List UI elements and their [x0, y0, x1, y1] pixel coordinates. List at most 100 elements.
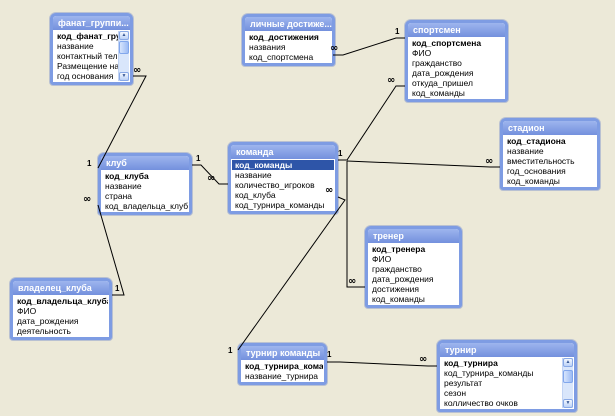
field-row[interactable]: название [507, 146, 544, 156]
field-row[interactable]: название [235, 170, 272, 180]
table-body: код_турнира_команд название_турнира [241, 360, 324, 382]
table-turnir: турнир код_турнира код_турнира_команды р… [437, 340, 577, 412]
field-row[interactable]: код_владельца_клуба [17, 296, 108, 306]
field-row[interactable]: деятельность [17, 326, 71, 336]
table-title: фанат_группи... [58, 18, 129, 28]
table-header[interactable]: турнир [440, 343, 574, 357]
cardinality-many-label: ∞ [325, 185, 333, 196]
scroll-up-icon[interactable]: ▲ [563, 358, 573, 367]
table-header[interactable]: личные достиже... [245, 17, 332, 31]
cardinality-many-label: ∞ [83, 194, 91, 205]
field-row[interactable]: код_команды [412, 88, 465, 98]
cardinality-one-label: 1 [115, 284, 120, 293]
field-row[interactable]: Размещение на ст [57, 61, 129, 71]
field-row[interactable]: код_фанат_групп [57, 31, 129, 41]
field-row[interactable]: название [105, 181, 142, 191]
field-row[interactable]: ФИО [17, 306, 37, 316]
table-komanda: команда код_команды название количество_… [228, 142, 338, 214]
relationship-line[interactable] [237, 196, 346, 351]
relationship-line[interactable] [346, 161, 365, 288]
field-row[interactable]: код_турнира_команды [444, 368, 534, 378]
cardinality-many-label: ∞ [348, 276, 356, 287]
table-body: код_турнира код_турнира_команды результа… [440, 357, 574, 409]
scroll-down-icon[interactable]: ▼ [119, 72, 129, 81]
field-row[interactable]: код_спортсмена [249, 52, 314, 62]
relationship-line[interactable] [338, 85, 405, 161]
table-title: стадион [508, 123, 545, 133]
field-row[interactable]: код_клуба [105, 171, 149, 181]
table-body: код_спортсмена ФИО гражданство дата_рожд… [408, 37, 505, 99]
table-title: личные достиже... [250, 19, 332, 29]
relationship-line[interactable] [346, 160, 500, 168]
relationship-line[interactable] [192, 164, 228, 185]
field-row[interactable]: название_турнира [245, 371, 319, 381]
relationship-line[interactable] [333, 37, 405, 56]
table-header[interactable]: команда [231, 145, 335, 159]
cardinality-many-label: ∞ [133, 65, 141, 76]
table-vladelec-kluba: владелец_клуба код_владельца_клуба ФИО д… [10, 278, 112, 340]
field-row[interactable]: код_тренера [372, 244, 426, 254]
scroll-up-icon[interactable]: ▲ [119, 31, 129, 40]
table-header[interactable]: клуб [101, 156, 189, 170]
table-header[interactable]: спортсмен [408, 23, 505, 37]
field-row[interactable]: гражданство [412, 58, 462, 68]
table-header[interactable]: тренер [368, 229, 459, 243]
table-body: код_владельца_клуба ФИО дата_рождения де… [13, 295, 109, 337]
field-row[interactable]: год_основания [507, 166, 566, 176]
table-header[interactable]: турнир команды [241, 346, 324, 360]
table-title: спортсмен [413, 25, 461, 35]
field-row[interactable]: дата_рождения [412, 68, 474, 78]
relationship-line[interactable] [97, 75, 147, 169]
field-row[interactable]: код_команды [507, 176, 560, 186]
field-row[interactable]: год основания [57, 71, 114, 81]
relationship-line[interactable] [97, 204, 125, 296]
field-row[interactable]: результат [444, 378, 483, 388]
scrollbar[interactable]: ▲ ▼ [118, 31, 129, 81]
scrollbar[interactable]: ▲ ▼ [562, 358, 573, 408]
field-row[interactable]: достижения [372, 284, 420, 294]
cardinality-one-label: 1 [196, 154, 201, 163]
table-header[interactable]: фанат_группи... [53, 16, 130, 30]
field-row[interactable]: код_турнира_команд [245, 361, 323, 371]
field-row[interactable]: откуда_пришел [412, 78, 473, 88]
table-header[interactable]: владелец_клуба [13, 281, 109, 295]
field-row[interactable]: код_стадиона [507, 136, 566, 146]
field-row[interactable]: количество_игроков [235, 180, 315, 190]
field-row[interactable]: ФИО [412, 48, 432, 58]
table-body: код_достижения названия код_спортсмена [245, 31, 332, 63]
field-row[interactable]: сезон [444, 388, 467, 398]
field-row[interactable]: гражданство [372, 264, 422, 274]
table-header[interactable]: стадион [503, 121, 597, 135]
field-row[interactable]: код_владельца_клуба [105, 201, 188, 211]
field-row[interactable]: код_команды [232, 160, 334, 170]
field-row[interactable]: дата_рождения [372, 274, 434, 284]
cardinality-one-label: 1 [228, 346, 233, 355]
table-body: код_клуба название страна код_владельца_… [101, 170, 189, 212]
field-row[interactable]: дата_рождения [17, 316, 79, 326]
field-row[interactable]: код_команды [372, 294, 425, 304]
field-row[interactable]: контактный телеф [57, 51, 129, 61]
table-body: код_стадиона название вместительность го… [503, 135, 597, 187]
scroll-thumb[interactable] [563, 370, 573, 383]
field-row[interactable]: код_турнира_команды [235, 200, 325, 210]
field-row[interactable]: колличество очков [444, 398, 518, 408]
relationship-line[interactable] [327, 361, 437, 367]
cardinality-many-label: ∞ [207, 173, 215, 184]
scroll-thumb[interactable] [119, 41, 129, 54]
field-row[interactable]: код_спортсмена [412, 38, 482, 48]
field-row[interactable]: код_достижения [249, 32, 319, 42]
field-row[interactable]: страна [105, 191, 133, 201]
table-title: клуб [106, 158, 127, 168]
field-row[interactable]: названия [249, 42, 286, 52]
table-title: тренер [373, 231, 404, 241]
table-title: владелец_клуба [18, 283, 92, 293]
scroll-down-icon[interactable]: ▼ [563, 399, 573, 408]
cardinality-one-label: 1 [338, 149, 343, 158]
table-sportsmen: спортсмен код_спортсмена ФИО гражданство… [405, 20, 508, 102]
field-row[interactable]: код_турнира [444, 358, 498, 368]
field-row[interactable]: код_клуба [235, 190, 276, 200]
field-row[interactable]: название [57, 41, 94, 51]
field-row[interactable]: ФИО [372, 254, 392, 264]
field-row[interactable]: вместительность [507, 156, 575, 166]
